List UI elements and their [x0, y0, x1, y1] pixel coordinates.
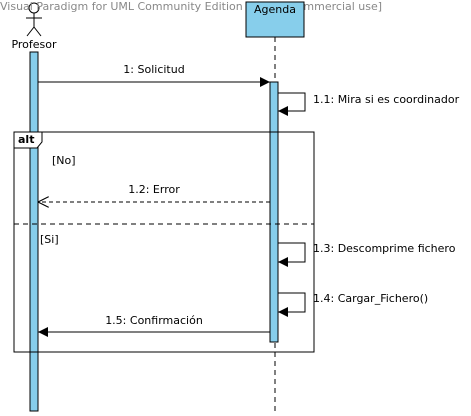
message-label-confirmacion: 1.5: Confirmación: [105, 314, 203, 327]
actor-activation-bar[interactable]: [29, 51, 39, 412]
object-name: Agenda: [254, 3, 296, 16]
message-arrow-cargar-fichero[interactable]: [278, 292, 306, 317]
watermark: Visual Paradigm for UML Community Editio…: [0, 0, 382, 13]
actor-name: Profesor: [11, 38, 57, 51]
alt-fragment-frame: [13, 131, 315, 353]
stick-figure-icon: [26, 2, 42, 37]
object-activation-bar[interactable]: [269, 81, 279, 343]
guard-si: [Si]: [40, 233, 59, 246]
message-label-error: 1.2: Error: [128, 183, 180, 196]
message-label-mira-coordinador: 1.1: Mira si es coordinador: [313, 93, 460, 106]
message-arrow-mira-coordinador[interactable]: [278, 92, 306, 116]
message-arrow-descomprime[interactable]: [278, 242, 306, 267]
object-lifeline-box[interactable]: [245, 1, 305, 38]
alt-operator-tab: [13, 131, 43, 149]
alt-operator-label: alt: [18, 133, 34, 146]
message-label-solicitud: 1: Solicitud: [123, 63, 184, 76]
message-label-cargar-fichero: 1.4: Cargar_Fichero(): [313, 292, 428, 305]
message-label-descomprime: 1.3: Descomprime fichero: [313, 242, 456, 255]
guard-no: [No]: [52, 154, 76, 167]
